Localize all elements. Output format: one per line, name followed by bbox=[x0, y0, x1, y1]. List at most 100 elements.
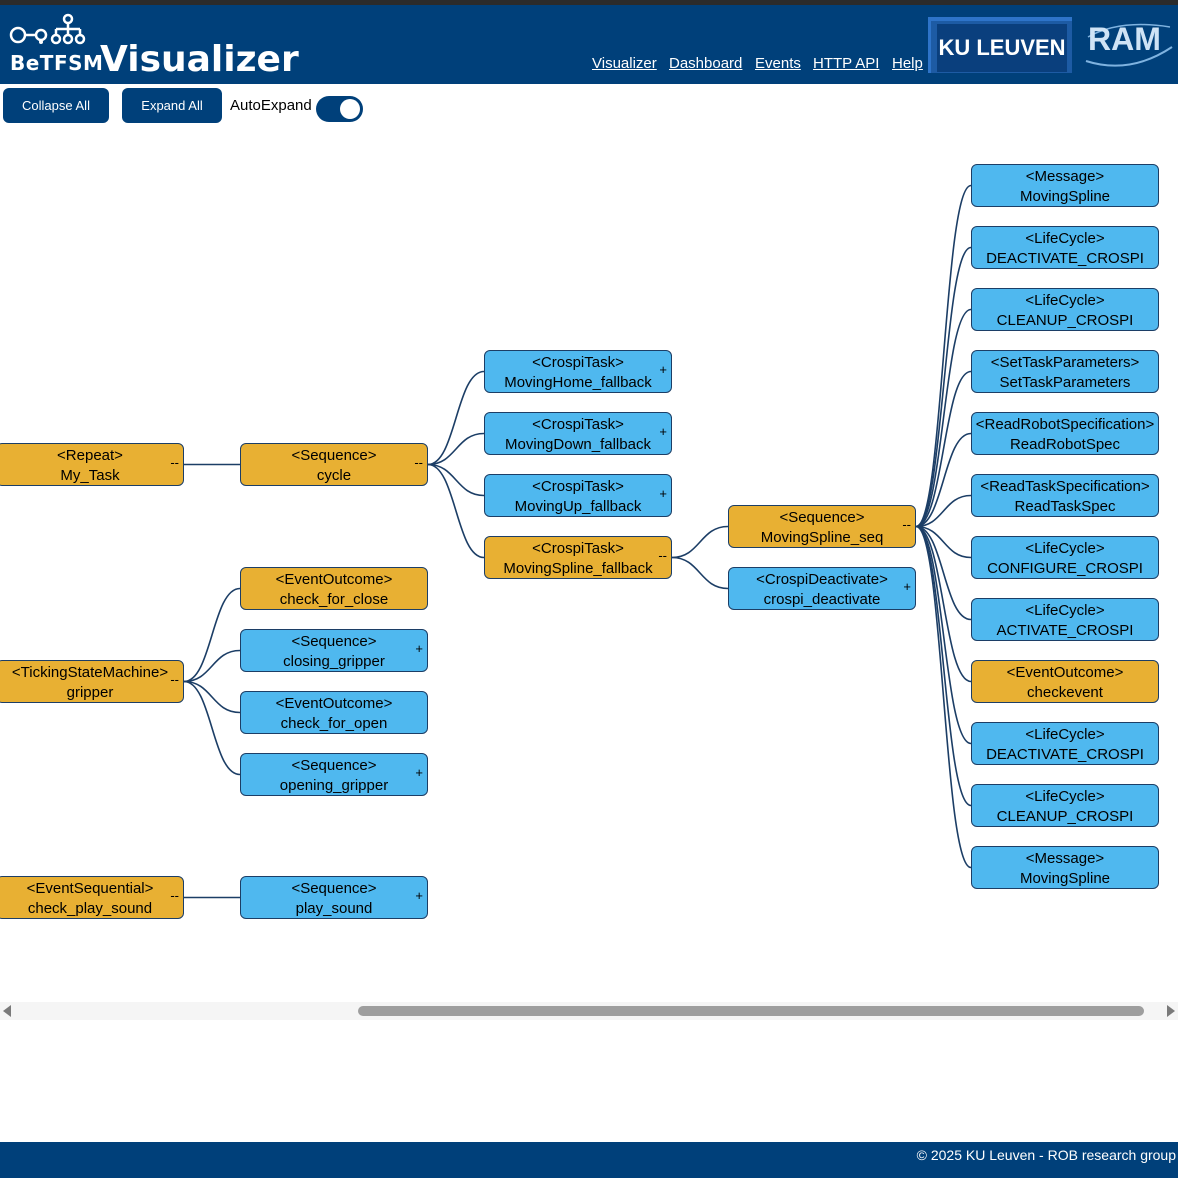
expand-node-toggle[interactable]: + bbox=[659, 362, 667, 377]
node-name-label: play_sound bbox=[295, 900, 373, 917]
fsm-graph-icon bbox=[9, 13, 86, 45]
tree-node-check-play-sound[interactable]: <EventSequential>check_play_sound-- bbox=[0, 876, 184, 919]
tree-node-movingspline-seq[interactable]: <Sequence>MovingSpline_seq-- bbox=[728, 505, 916, 548]
tree-node-check-for-close[interactable]: <EventOutcome>check_for_close bbox=[240, 567, 428, 610]
tree-edge bbox=[915, 308, 972, 528]
tree-edge bbox=[183, 680, 241, 776]
scrollbar-thumb[interactable] bbox=[358, 1006, 1144, 1016]
node-type-label: <Sequence> bbox=[779, 509, 865, 526]
tree-edge bbox=[915, 525, 972, 621]
tree-node-my-task[interactable]: <Repeat>My_Task-- bbox=[0, 443, 184, 486]
ram-logo: RAM bbox=[1080, 17, 1176, 73]
tree-edges bbox=[183, 184, 972, 899]
ram-logo-text: RAM bbox=[1088, 21, 1161, 57]
tree-node-settaskparameters[interactable]: <SetTaskParameters>SetTaskParameters bbox=[971, 350, 1159, 393]
nav-link-http-api[interactable]: HTTP API bbox=[813, 55, 880, 72]
node-name-label: ReadRobotSpec bbox=[1009, 436, 1121, 453]
node-type-label: <LifeCycle> bbox=[1025, 602, 1105, 619]
tree-node-opening-gripper[interactable]: <Sequence>opening_gripper+ bbox=[240, 753, 428, 796]
expand-node-toggle[interactable]: + bbox=[415, 641, 423, 656]
autoexpand-toggle[interactable] bbox=[316, 96, 363, 122]
tree-edge bbox=[671, 525, 729, 559]
scroll-left-arrow-icon[interactable] bbox=[3, 1005, 11, 1017]
tree-node-movingup-fallback[interactable]: <CrospiTask>MovingUp_fallback+ bbox=[484, 474, 672, 517]
tree-edge bbox=[671, 556, 729, 590]
tree-node-closing-gripper[interactable]: <Sequence>closing_gripper+ bbox=[240, 629, 428, 672]
node-type-label: <EventOutcome> bbox=[1006, 664, 1124, 681]
tree-canvas[interactable]: <Repeat>My_Task--<TickingStateMachine>gr… bbox=[0, 130, 1178, 1000]
nav-link-help[interactable]: Help bbox=[892, 55, 923, 72]
collapse-node-toggle[interactable]: -- bbox=[902, 517, 911, 532]
tree-node-play-sound[interactable]: <Sequence>play_sound+ bbox=[240, 876, 428, 919]
tree-edge bbox=[427, 463, 485, 497]
tree-node-crospi-deactivate[interactable]: <CrospiDeactivate>crospi_deactivate+ bbox=[728, 567, 916, 610]
tree-node-checkevent[interactable]: <EventOutcome>checkevent bbox=[971, 660, 1159, 703]
collapse-node-toggle[interactable]: -- bbox=[658, 548, 667, 563]
node-type-label: <ReadRobotSpecification> bbox=[975, 416, 1155, 433]
ku-leuven-logo-text: KU LEUVEN bbox=[937, 24, 1067, 72]
nav-link-events[interactable]: Events bbox=[755, 55, 801, 72]
tree-node-configure-crospi[interactable]: <LifeCycle> CONFIGURE_CROSPI bbox=[971, 536, 1159, 579]
expand-node-toggle[interactable]: + bbox=[415, 765, 423, 780]
nav-link-dashboard[interactable]: Dashboard bbox=[669, 55, 743, 72]
node-name-label: DEACTIVATE_CROSPI bbox=[986, 250, 1144, 267]
tree-edge bbox=[915, 432, 972, 528]
tree-edge bbox=[915, 525, 972, 745]
tree-node-check-for-open[interactable]: <EventOutcome>check_for_open bbox=[240, 691, 428, 734]
collapse-node-toggle[interactable]: -- bbox=[170, 888, 179, 903]
tree-node-deactivate-crospi[interactable]: <LifeCycle>DEACTIVATE_CROSPI bbox=[971, 722, 1159, 765]
tree-node-movinghome-fallback[interactable]: <CrospiTask>MovingHome_fallback+ bbox=[484, 350, 672, 393]
tree-edge bbox=[427, 463, 485, 559]
nav-link-visualizer[interactable]: Visualizer bbox=[592, 55, 657, 72]
tree-node-deactivate-crospi[interactable]: <LifeCycle> DEACTIVATE_CROSPI bbox=[971, 226, 1159, 269]
ku-leuven-logo: KU LEUVEN bbox=[928, 17, 1072, 73]
expand-all-button[interactable]: Expand All bbox=[122, 88, 222, 123]
node-name-label: SetTaskParameters bbox=[999, 374, 1131, 391]
autoexpand-label: AutoExpand bbox=[230, 97, 312, 114]
node-name-label: crospi_deactivate bbox=[763, 591, 881, 608]
expand-node-toggle[interactable]: + bbox=[415, 888, 423, 903]
node-name-label: CONFIGURE_CROSPI bbox=[987, 560, 1143, 577]
tree-edge bbox=[915, 525, 972, 559]
collapse-node-toggle[interactable]: -- bbox=[170, 672, 179, 687]
node-type-label: <LifeCycle> bbox=[1025, 230, 1105, 247]
betfsm-logo: BeTFSM bbox=[8, 13, 103, 75]
logo-text: BeTFSM bbox=[10, 51, 104, 75]
collapse-all-button[interactable]: Collapse All bbox=[3, 88, 109, 123]
tree-node-gripper[interactable]: <TickingStateMachine>gripper-- bbox=[0, 660, 184, 703]
expand-node-toggle[interactable]: + bbox=[659, 424, 667, 439]
node-name-label: MovingSpline_fallback bbox=[503, 560, 653, 577]
tree-node-movingspline[interactable]: <Message>MovingSpline bbox=[971, 846, 1159, 889]
app-header: BeTFSM Visualizer Visualizer Dashboard E… bbox=[0, 5, 1178, 84]
tree-edge bbox=[183, 587, 241, 683]
collapse-node-toggle[interactable]: -- bbox=[170, 455, 179, 470]
tree-node-movingdown-fallback[interactable]: <CrospiTask>MovingDown_fallback+ bbox=[484, 412, 672, 455]
tree-node-movingspline-fallback[interactable]: <CrospiTask>MovingSpline_fallback-- bbox=[484, 536, 672, 579]
collapse-node-toggle[interactable]: -- bbox=[414, 455, 423, 470]
node-type-label: <CrospiTask> bbox=[532, 416, 624, 433]
tree-node-readtaskspec[interactable]: <ReadTaskSpecification>ReadTaskSpec bbox=[971, 474, 1159, 517]
tree-edge bbox=[915, 184, 972, 528]
node-name-label: DEACTIVATE_CROSPI bbox=[986, 746, 1144, 763]
node-name-label: ReadTaskSpec bbox=[1014, 498, 1116, 515]
tree-node-cleanup-crospi[interactable]: <LifeCycle>CLEANUP_CROSPI bbox=[971, 784, 1159, 827]
tree-node-movingspline[interactable]: <Message>MovingSpline bbox=[971, 164, 1159, 207]
node-name-label: check_for_open bbox=[280, 715, 388, 732]
tree-node-cycle[interactable]: <Sequence>cycle-- bbox=[240, 443, 428, 486]
node-name-label: gripper bbox=[66, 684, 114, 701]
node-type-label: <LifeCycle> bbox=[1025, 540, 1105, 557]
node-type-label: <Sequence> bbox=[291, 757, 377, 774]
tree-edge bbox=[915, 525, 972, 869]
tree-edge bbox=[183, 680, 241, 714]
tree-edge bbox=[427, 370, 485, 466]
tree-edge bbox=[427, 432, 485, 466]
tree-node-cleanup-crospi[interactable]: <LifeCycle>CLEANUP_CROSPI bbox=[971, 288, 1159, 331]
expand-node-toggle[interactable]: + bbox=[659, 486, 667, 501]
horizontal-scrollbar[interactable] bbox=[0, 1002, 1178, 1020]
scroll-right-arrow-icon[interactable] bbox=[1167, 1005, 1175, 1017]
node-name-label: MovingUp_fallback bbox=[514, 498, 642, 515]
tree-edge bbox=[183, 649, 241, 683]
tree-node-activate-crospi[interactable]: <LifeCycle>ACTIVATE_CROSPI bbox=[971, 598, 1159, 641]
expand-node-toggle[interactable]: + bbox=[903, 579, 911, 594]
tree-node-readrobotspec[interactable]: <ReadRobotSpecification> ReadRobotSpec bbox=[971, 412, 1159, 455]
